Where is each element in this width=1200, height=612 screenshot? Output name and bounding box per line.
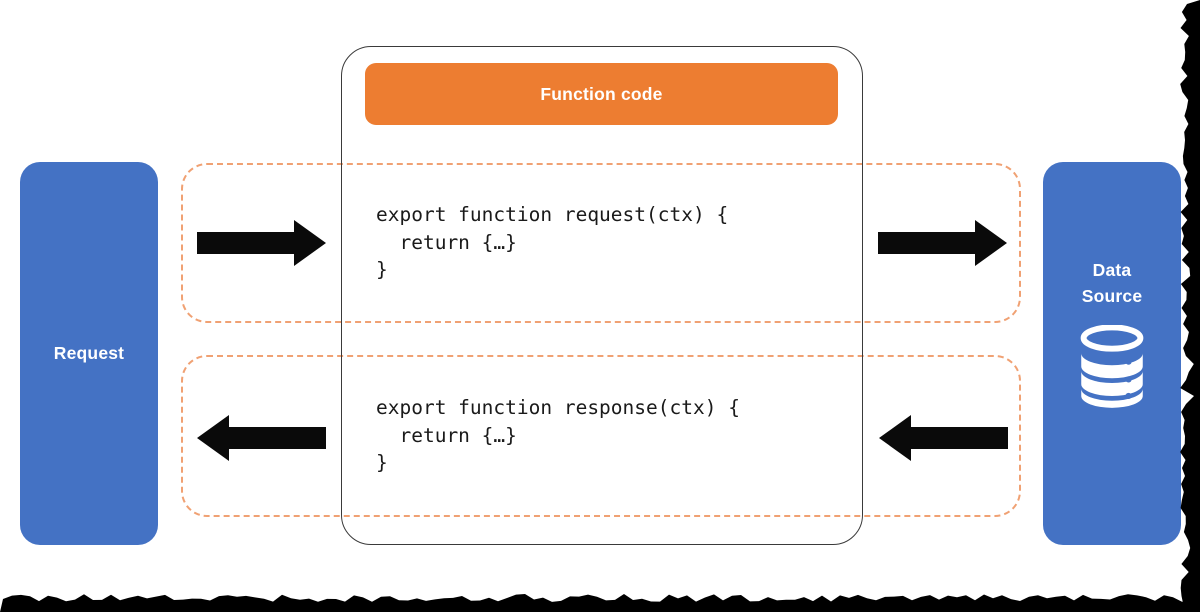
arrow-right-icon xyxy=(878,220,1007,266)
function-code-title: Function code xyxy=(540,83,663,104)
database-icon xyxy=(1080,325,1144,408)
data-source-node-label: Data Source xyxy=(1081,260,1143,306)
arrow-right-icon xyxy=(197,220,326,266)
torn-edge-bottom xyxy=(0,594,1200,612)
data-source-node: Data Source xyxy=(1043,162,1181,545)
request-node-label: Request xyxy=(53,343,125,363)
function-code-box xyxy=(341,46,863,545)
request-flow-lane xyxy=(181,163,1021,323)
request-handler-code: export function request(ctx) { return {…… xyxy=(376,203,729,281)
arrow-left-icon xyxy=(879,415,1008,461)
response-flow-lane xyxy=(181,355,1021,517)
function-code-header: Function code xyxy=(365,63,838,125)
torn-edge-right xyxy=(1180,0,1200,612)
response-handler-code: export function response(ctx) { return {… xyxy=(376,396,740,474)
request-node: Request xyxy=(20,162,158,545)
arrow-left-icon xyxy=(197,415,326,461)
